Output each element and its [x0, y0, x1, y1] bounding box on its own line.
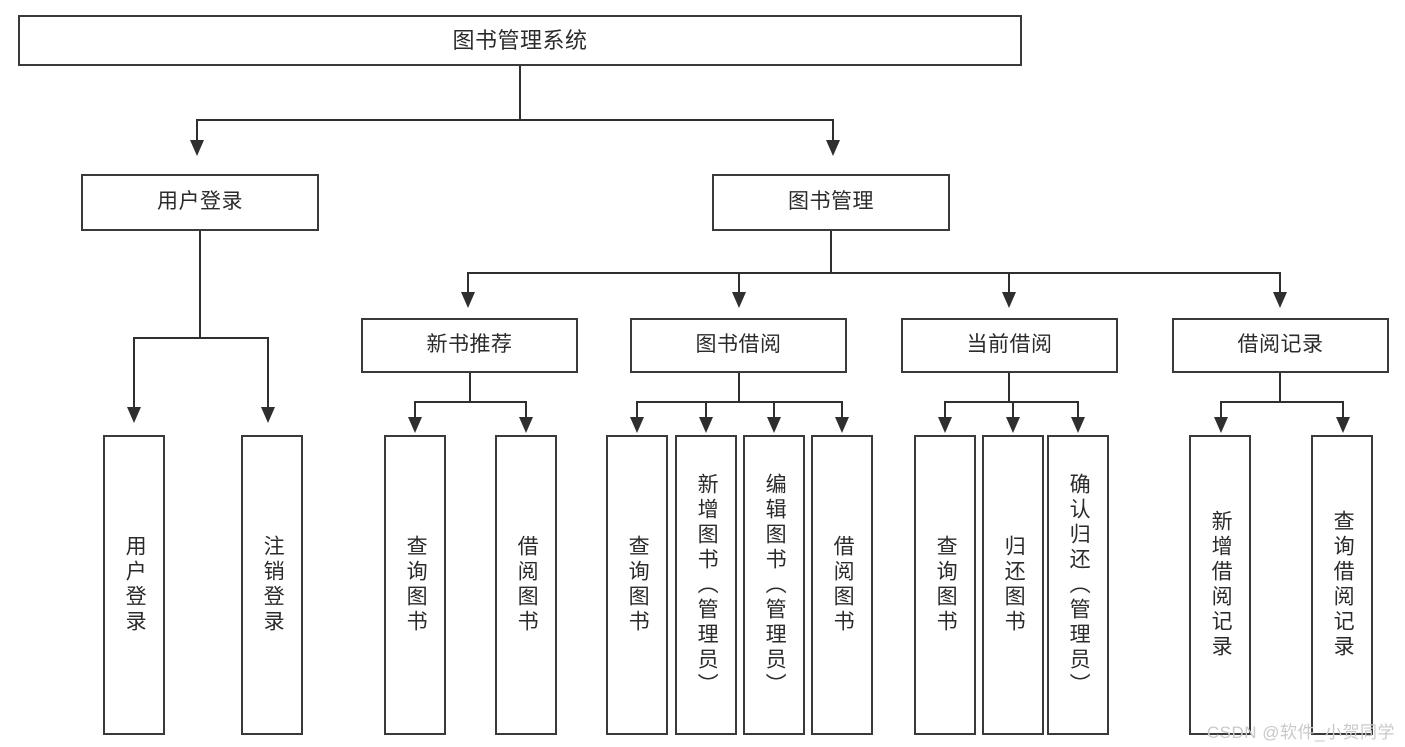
leaf-label: 新增借阅记录: [1209, 510, 1233, 660]
leaf-current-borrow-confirm-return[interactable]: 确认归还（管理员）: [1047, 435, 1109, 735]
leaf-book-borrow-query[interactable]: 查询图书: [606, 435, 668, 735]
arrow-user-login-leaf-2: [261, 407, 275, 423]
edge-borrow-record-branch-2: [1342, 401, 1344, 419]
edge-book-borrow-branch-3: [773, 401, 775, 419]
edge-book-mgmt-stem: [830, 231, 832, 273]
node-current-borrow[interactable]: 当前借阅: [901, 318, 1118, 373]
edge-user-login-branch-1: [133, 337, 135, 409]
arrow-new-book-leaf-1: [408, 417, 422, 433]
edge-borrow-record-bus: [1220, 401, 1344, 403]
leaf-label: 借阅图书: [515, 535, 539, 635]
edge-book-borrow-branch-1: [636, 401, 638, 419]
node-user-login-label: 用户登录: [157, 190, 243, 214]
edge-book-mgmt-branch-4: [1279, 272, 1281, 294]
edge-book-borrow-branch-2: [705, 401, 707, 419]
arrow-to-new-book-recommend: [461, 292, 475, 308]
leaf-label: 编辑图书（管理员）: [763, 472, 787, 698]
arrow-borrow-record-leaf-1: [1214, 417, 1228, 433]
leaf-label: 查询借阅记录: [1331, 510, 1355, 660]
edge-current-borrow-stem: [1008, 373, 1010, 402]
node-book-borrow[interactable]: 图书借阅: [630, 318, 847, 373]
edge-book-mgmt-branch-1: [467, 272, 469, 294]
edge-root-stem: [519, 66, 521, 120]
arrow-book-borrow-leaf-1: [630, 417, 644, 433]
edge-new-book-branch-2: [525, 401, 527, 419]
arrow-to-borrow-record: [1273, 292, 1287, 308]
edge-borrow-record-branch-1: [1220, 401, 1222, 419]
leaf-label: 用户登录: [123, 535, 147, 635]
edge-new-book-branch-1: [414, 401, 416, 419]
node-book-borrow-label: 图书借阅: [695, 333, 782, 357]
edge-root-to-book-mgmt: [832, 119, 834, 142]
node-root[interactable]: 图书管理系统: [18, 15, 1022, 66]
leaf-label: 查询图书: [626, 535, 650, 635]
edge-new-book-stem: [469, 373, 471, 402]
node-new-book-recommend[interactable]: 新书推荐: [361, 318, 578, 373]
node-book-management[interactable]: 图书管理: [712, 174, 950, 231]
leaf-book-borrow-borrow[interactable]: 借阅图书: [811, 435, 873, 735]
edge-user-login-branch-2: [267, 337, 269, 409]
leaf-borrow-record-add[interactable]: 新增借阅记录: [1189, 435, 1251, 735]
node-root-label: 图书管理系统: [452, 27, 588, 53]
leaf-new-book-query[interactable]: 查询图书: [384, 435, 446, 735]
leaf-book-borrow-add[interactable]: 新增图书（管理员）: [675, 435, 737, 735]
edge-current-borrow-branch-2: [1012, 401, 1014, 419]
edge-user-login-bus: [133, 337, 269, 339]
edge-book-mgmt-branch-2: [738, 272, 740, 294]
arrow-to-book-borrow: [732, 292, 746, 308]
edge-current-borrow-bus: [944, 401, 1078, 403]
edge-user-login-stem: [199, 231, 201, 338]
leaf-label: 查询图书: [404, 535, 428, 635]
leaf-label: 查询图书: [934, 535, 958, 635]
edge-current-borrow-branch-3: [1077, 401, 1079, 419]
leaf-user-login-logout[interactable]: 注销登录: [241, 435, 303, 735]
arrow-user-login-leaf-1: [127, 407, 141, 423]
edge-root-to-user-login: [196, 119, 198, 142]
arrow-current-borrow-leaf-1: [938, 417, 952, 433]
node-current-borrow-label: 当前借阅: [966, 333, 1053, 357]
leaf-user-login-login[interactable]: 用户登录: [103, 435, 165, 735]
leaf-label: 借阅图书: [831, 535, 855, 635]
arrow-root-to-user-login: [190, 140, 204, 156]
arrow-root-to-book-mgmt: [826, 140, 840, 156]
leaf-borrow-record-query[interactable]: 查询借阅记录: [1311, 435, 1373, 735]
leaf-label: 确认归还（管理员）: [1067, 472, 1091, 698]
arrow-current-borrow-leaf-3: [1071, 417, 1085, 433]
leaf-current-borrow-return[interactable]: 归还图书: [982, 435, 1044, 735]
node-book-management-label: 图书管理: [788, 190, 874, 214]
arrow-to-current-borrow: [1002, 292, 1016, 308]
leaf-label: 归还图书: [1002, 535, 1026, 635]
arrow-book-borrow-leaf-2: [699, 417, 713, 433]
edge-book-borrow-bus: [636, 401, 843, 403]
leaf-new-book-borrow[interactable]: 借阅图书: [495, 435, 557, 735]
arrow-book-borrow-leaf-4: [835, 417, 849, 433]
edge-current-borrow-branch-1: [944, 401, 946, 419]
node-borrow-record-label: 借阅记录: [1237, 333, 1324, 357]
edge-new-book-bus: [414, 401, 527, 403]
node-borrow-record[interactable]: 借阅记录: [1172, 318, 1389, 373]
leaf-label: 新增图书（管理员）: [695, 472, 719, 698]
edge-borrow-record-stem: [1279, 373, 1281, 402]
edge-root-bus: [196, 119, 834, 121]
leaf-current-borrow-query[interactable]: 查询图书: [914, 435, 976, 735]
node-new-book-recommend-label: 新书推荐: [426, 333, 513, 357]
edge-book-mgmt-bus: [467, 272, 1281, 274]
arrow-borrow-record-leaf-2: [1336, 417, 1350, 433]
arrow-book-borrow-leaf-3: [767, 417, 781, 433]
node-user-login[interactable]: 用户登录: [81, 174, 319, 231]
edge-book-mgmt-branch-3: [1008, 272, 1010, 294]
arrow-current-borrow-leaf-2: [1006, 417, 1020, 433]
arrow-new-book-leaf-2: [519, 417, 533, 433]
leaf-book-borrow-edit[interactable]: 编辑图书（管理员）: [743, 435, 805, 735]
edge-book-borrow-branch-4: [841, 401, 843, 419]
leaf-label: 注销登录: [261, 535, 285, 635]
edge-book-borrow-stem: [738, 373, 740, 402]
